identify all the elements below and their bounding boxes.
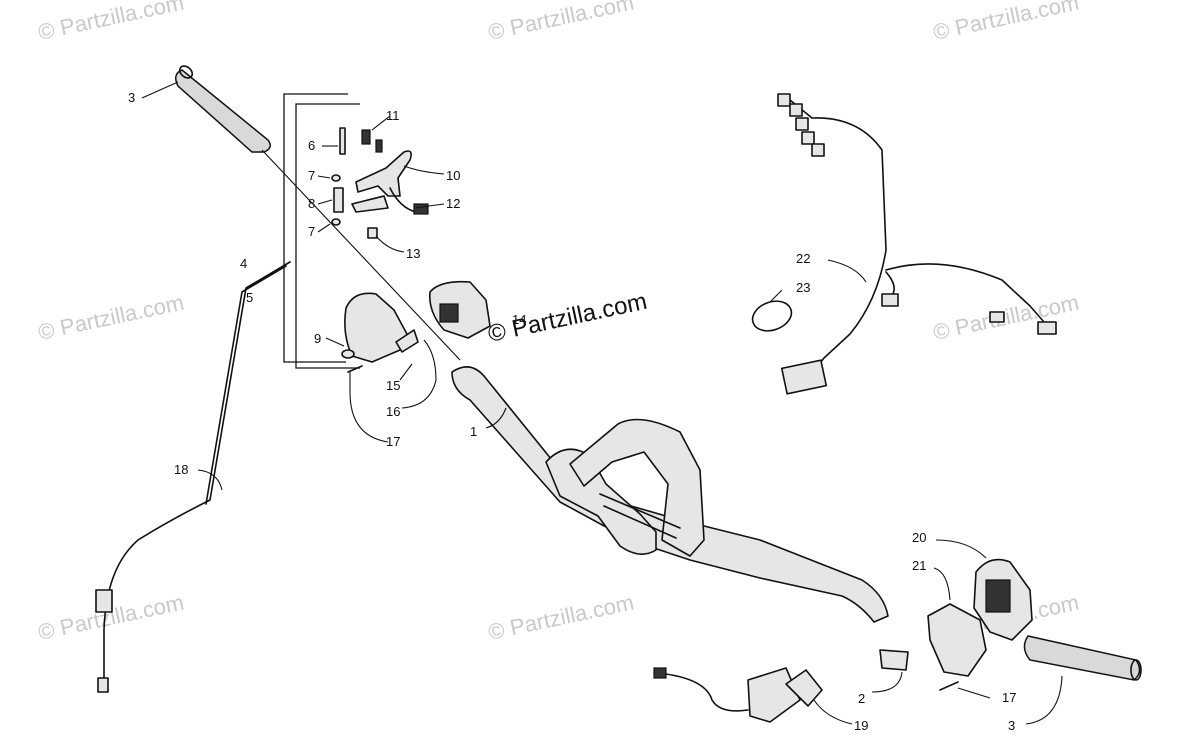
callout-16: 16 — [386, 404, 400, 419]
callout-15: 15 — [386, 378, 400, 393]
callout-4: 4 — [240, 256, 247, 271]
end-plug-part — [879, 649, 909, 671]
callout-3: 3 — [1008, 718, 1015, 733]
watermark-text: © Partzilla.com — [36, 290, 186, 345]
handlebar-part — [451, 366, 889, 623]
callout-7: 7 — [308, 168, 315, 183]
callout-labels: 3 6 7 8 7 11 10 12 13 4 5 9 14 15 16 17 … — [128, 90, 1016, 733]
pin-and-bushings — [331, 127, 346, 226]
callout-8: 8 — [308, 196, 315, 211]
watermark-text: © Partzilla.com — [931, 0, 1081, 45]
callout-13: 13 — [406, 246, 420, 261]
throttle-housing-part — [341, 292, 419, 373]
callout-1: 1 — [470, 424, 477, 439]
sensor-part — [361, 129, 429, 239]
callout-17: 17 — [386, 434, 400, 449]
callout-5: 5 — [246, 290, 253, 305]
callout-23: 23 — [796, 280, 810, 295]
callout-21: 21 — [912, 558, 926, 573]
watermark-text: © Partzilla.com — [36, 0, 186, 45]
callout-17: 17 — [1002, 690, 1016, 705]
callout-10: 10 — [446, 168, 460, 183]
watermark-text: © Partzilla.com — [486, 0, 636, 45]
left-grip-part — [175, 65, 271, 153]
right-switch-part — [927, 558, 1033, 691]
callout-20: 20 — [912, 530, 926, 545]
callout-7: 7 — [308, 224, 315, 239]
throttle-lever-part — [351, 150, 412, 213]
wiring-harness-part — [777, 93, 1057, 395]
leader-lines — [141, 81, 1063, 725]
callout-2: 2 — [858, 691, 865, 706]
callout-11: 11 — [386, 108, 400, 123]
clip-ring-part — [751, 300, 793, 332]
callout-18: 18 — [174, 462, 188, 477]
watermark-main-text: © Partzilla.com — [486, 288, 650, 348]
watermark-text: © Partzilla.com — [486, 590, 636, 645]
throttle-cable-part — [95, 261, 291, 693]
callout-3: 3 — [128, 90, 135, 105]
callout-14: 14 — [512, 312, 526, 327]
assembly-brackets — [283, 93, 360, 369]
switch-housing-part — [428, 280, 491, 339]
callout-6: 6 — [308, 138, 315, 153]
callout-19: 19 — [854, 718, 868, 733]
callout-9: 9 — [314, 331, 321, 346]
callout-12: 12 — [446, 196, 460, 211]
watermark-text: © Partzilla.com — [931, 290, 1081, 345]
right-grip-part — [1023, 635, 1142, 681]
callout-22: 22 — [796, 251, 810, 266]
heater-connector-part — [653, 667, 823, 723]
